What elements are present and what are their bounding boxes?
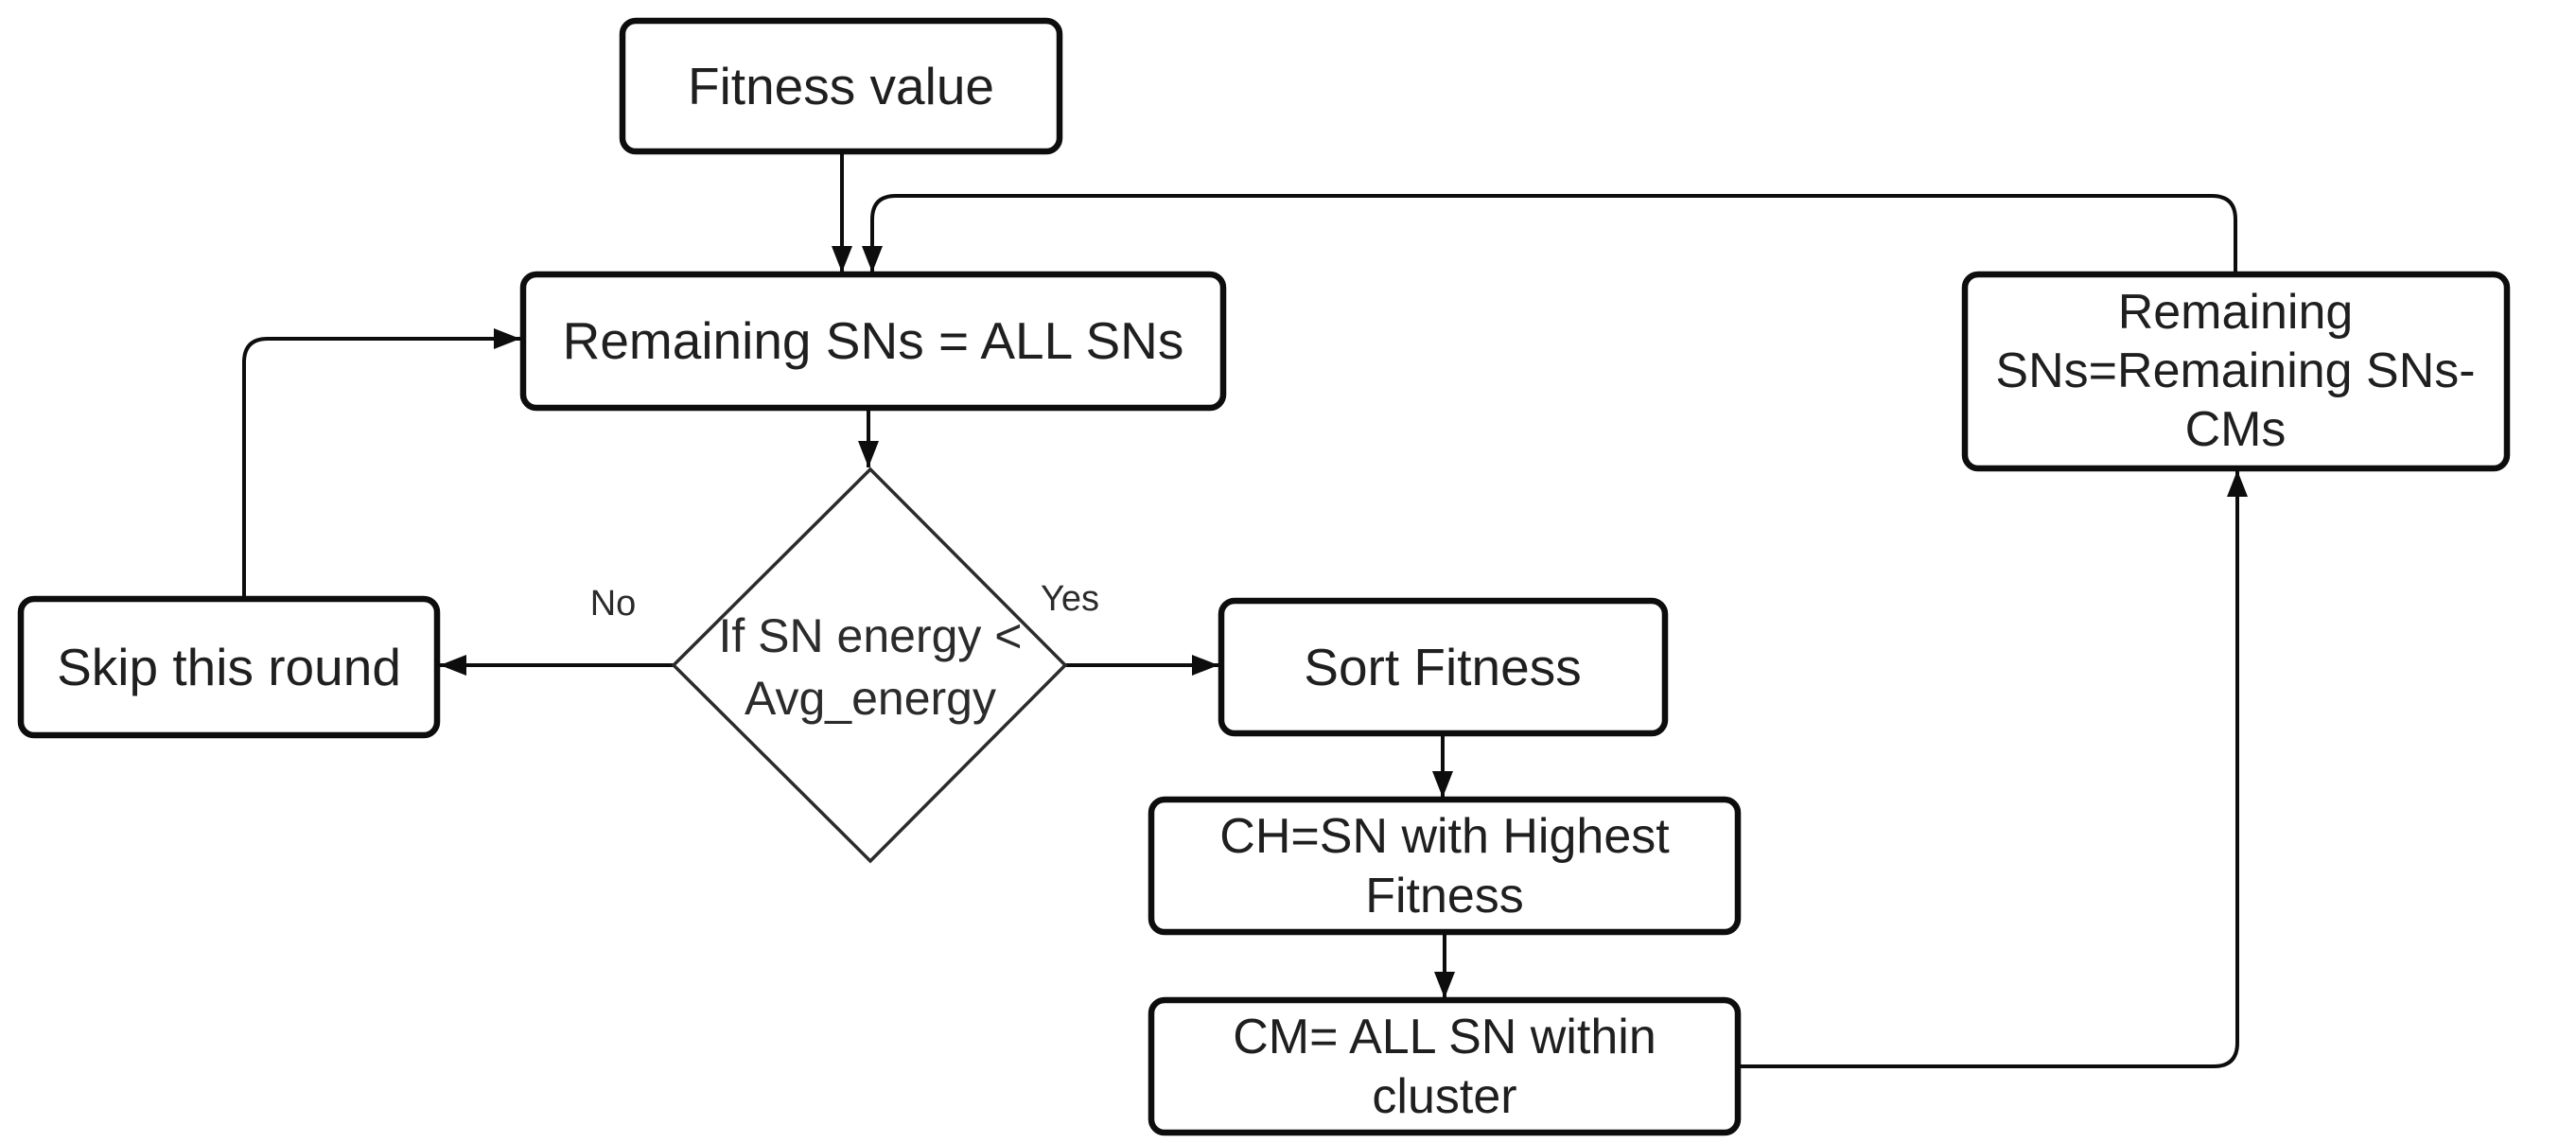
edge-skip-to-remaining	[242, 328, 520, 599]
nodes: Fitness value Remaining SNs = ALL SNs If…	[17, 17, 2511, 1136]
no-label: No	[590, 584, 637, 624]
energy-check-diamond	[671, 466, 1068, 864]
node-fitness-value: Fitness value	[619, 17, 1063, 155]
node-remaining-minus-cms: Remaining SNs=Remaining SNs- CMs	[1961, 271, 2511, 472]
node-energy-check-decision: If SN energy < Avg_energy	[671, 466, 1068, 864]
skip-round-label: Skip this round	[57, 638, 401, 696]
sort-fitness-label: Sort Fitness	[1304, 638, 1581, 696]
yes-label: Yes	[1041, 579, 1099, 619]
sort-fitness-box	[1218, 597, 1669, 737]
energy-check-label-line1: If SN energy <	[719, 609, 1023, 662]
edges	[242, 151, 2248, 1068]
energy-check-label-line2: Avg_energy	[745, 672, 996, 725]
cm-all-sn-cluster-box	[1148, 996, 1742, 1136]
remaining-minus-cms-label-line1: Remaining	[2118, 285, 2354, 340]
remaining-all-sns-label: Remaining SNs = ALL SNs	[563, 311, 1184, 370]
node-skip-round: Skip this round	[17, 595, 441, 739]
ch-highest-fitness-label-line1: CH=SN with Highest	[1219, 809, 1670, 864]
edge-cm-to-remaining-cms	[1738, 470, 2248, 1068]
node-sort-fitness: Sort Fitness	[1218, 597, 1669, 737]
fitness-value-label: Fitness value	[688, 57, 994, 115]
edge-loop-remaining-cms-to-remaining	[862, 194, 2237, 274]
remaining-minus-cms-label-line3: CMs	[2185, 402, 2287, 457]
remaining-minus-cms-box	[1961, 271, 2511, 472]
cm-all-sn-cluster-label-line1: CM= ALL SN within	[1233, 1010, 1656, 1064]
node-cm-all-sn-cluster: CM= ALL SN within cluster	[1148, 996, 1742, 1136]
ch-highest-fitness-box	[1148, 796, 1742, 936]
node-remaining-all-sns: Remaining SNs = ALL SNs	[519, 271, 1227, 412]
remaining-minus-cms-label-line2: SNs=Remaining SNs-	[1995, 343, 2475, 398]
skip-round-box	[17, 595, 441, 739]
fitness-value-box	[619, 17, 1063, 155]
ch-highest-fitness-label-line2: Fitness	[1365, 869, 1524, 923]
remaining-all-sns-box	[519, 271, 1227, 412]
node-ch-highest-fitness: CH=SN with Highest Fitness	[1148, 796, 1742, 936]
cm-all-sn-cluster-label-line2: cluster	[1372, 1069, 1516, 1124]
